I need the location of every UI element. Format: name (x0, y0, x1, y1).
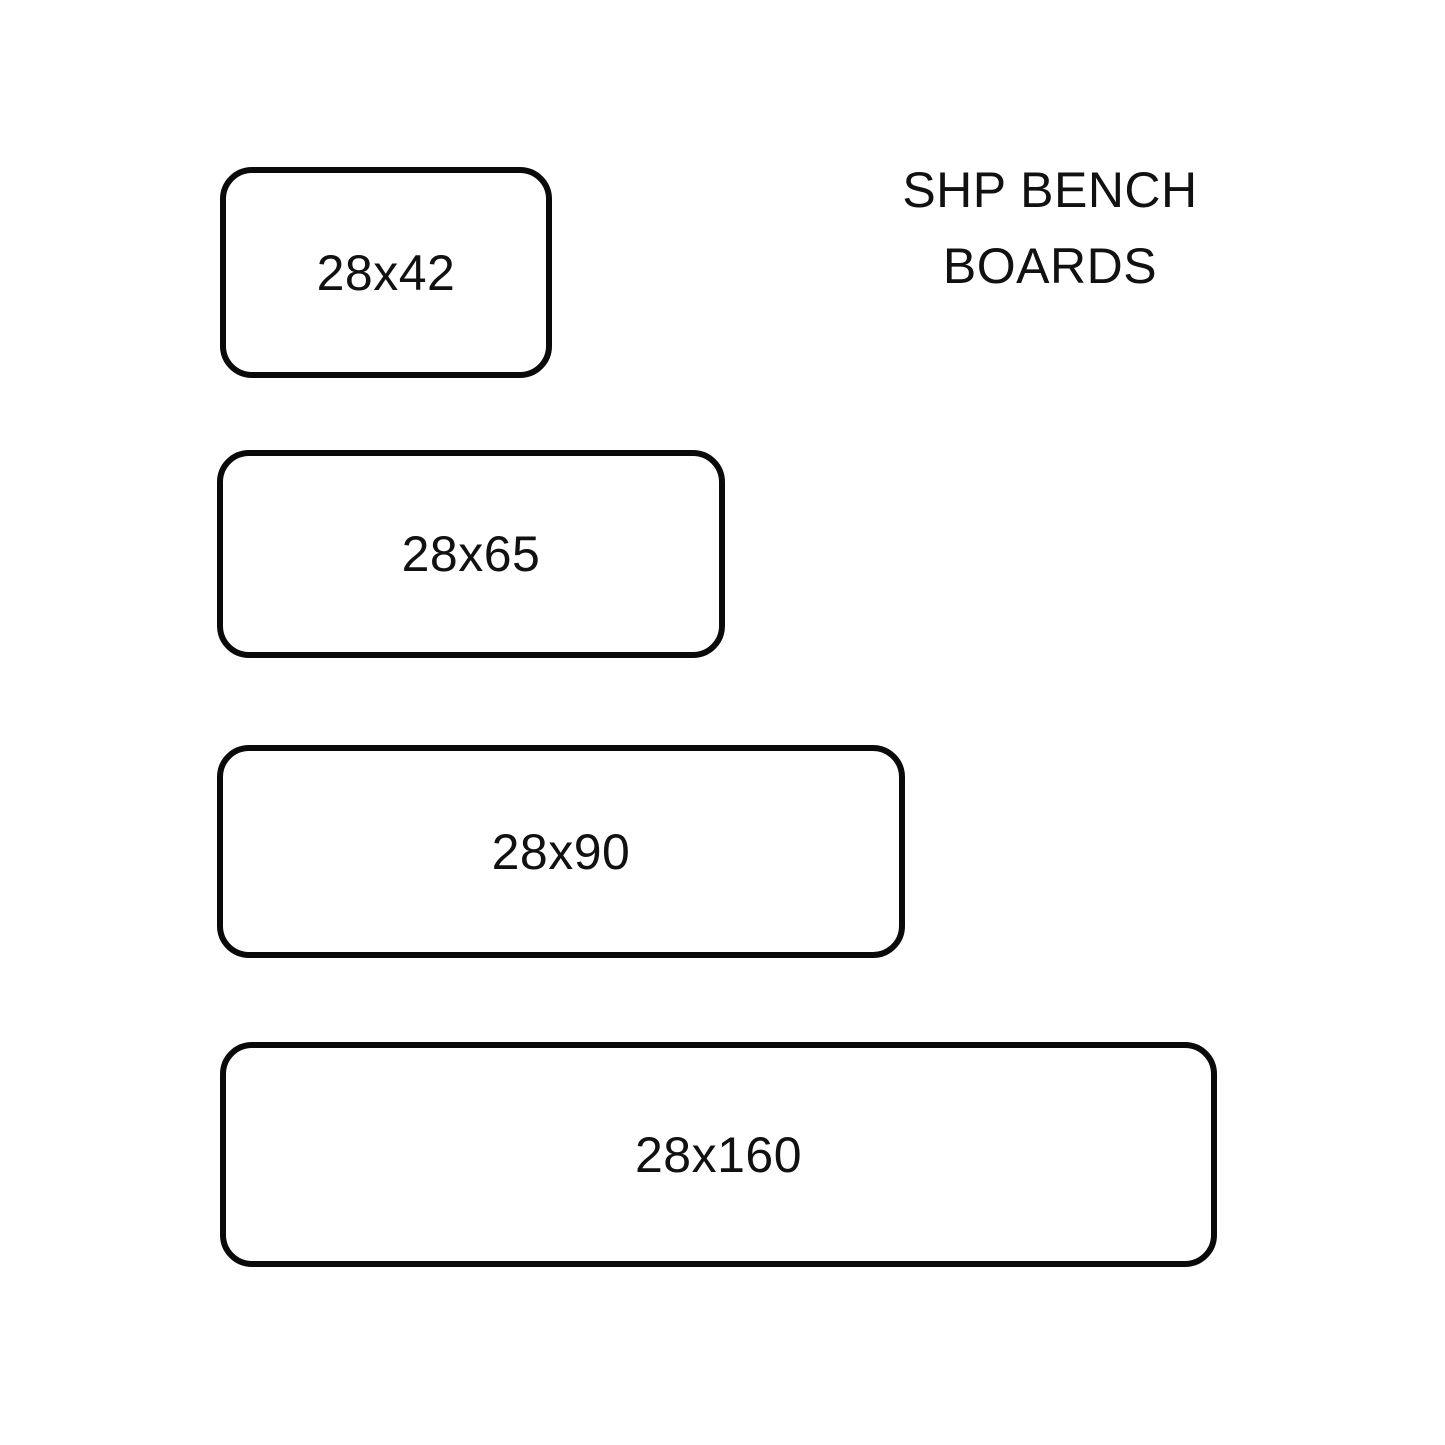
board-28x42: 28x42 (220, 167, 552, 378)
board-label-28x42: 28x42 (316, 244, 456, 301)
diagram-title-line2: BOARDS (942, 238, 1158, 294)
board-28x160: 28x160 (220, 1042, 1217, 1267)
diagram-title-line1: SHP BENCH (902, 162, 1198, 218)
board-label-28x65: 28x65 (401, 526, 541, 582)
board-28x90: 28x90 (217, 745, 905, 958)
board-28x65: 28x65 (217, 450, 725, 658)
diagram-title: SHP BENCH BOARDS (860, 152, 1240, 304)
board-label-28x90: 28x90 (491, 823, 631, 880)
board-label-28x160: 28x160 (634, 1126, 803, 1183)
